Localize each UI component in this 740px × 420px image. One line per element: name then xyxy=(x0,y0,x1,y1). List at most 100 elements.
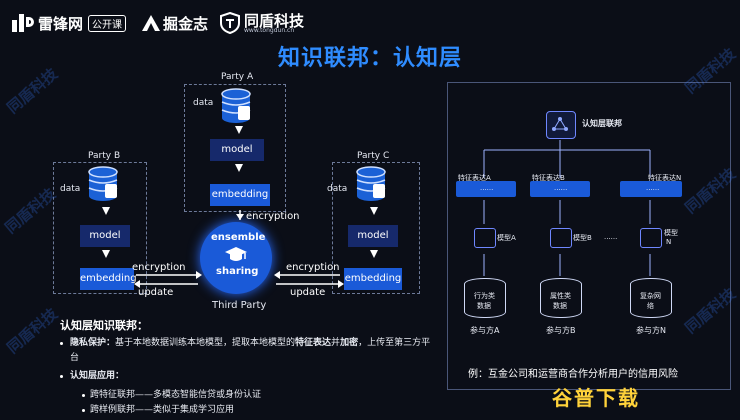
db-n-label-1: 复杂网 xyxy=(640,292,661,300)
item1-text-c: ，上传至第三方平 xyxy=(358,338,431,348)
model-a-label: 模型A xyxy=(497,234,516,242)
party-a-model-box: model xyxy=(210,139,264,161)
arrow-down-icon xyxy=(235,164,243,172)
center-line2: sharing xyxy=(216,266,259,277)
update-b-label: update xyxy=(138,287,174,298)
party-b-embedding-box: embedding xyxy=(80,268,137,290)
graduation-cap-icon xyxy=(225,247,247,261)
sub2-text: 跨样例联邦——类似于集成学习应用 xyxy=(90,405,235,415)
model-n-icon xyxy=(640,228,662,248)
db-a-label-2: 数据 xyxy=(477,302,491,310)
party-b-model-box: model xyxy=(80,225,130,247)
arrow-down-icon xyxy=(370,207,378,215)
footer-banner: 谷普下载 xyxy=(552,386,640,410)
model-dots: ...... xyxy=(604,233,618,241)
item2-bold: 认知层应用： xyxy=(70,371,125,381)
item1-text-d: 台 xyxy=(70,353,80,363)
party-c-embedding-box: embedding xyxy=(344,268,402,290)
page-title: 知识联邦：认知层 xyxy=(277,46,462,71)
db-b-label-2: 数据 xyxy=(553,302,567,310)
bullet-dot-icon xyxy=(60,375,63,378)
item1-bold2: 特征表达 xyxy=(295,338,332,348)
item1-bold: 隐私保护： xyxy=(70,338,116,348)
feature-b-dots: ...... xyxy=(554,184,568,192)
tongdun-shield-icon xyxy=(220,12,240,34)
feature-a-dots: ...... xyxy=(480,184,494,192)
bullet-dot-icon xyxy=(82,409,85,412)
arrow-down-icon xyxy=(102,250,110,258)
top-node-label: 认知层联邦 xyxy=(582,119,622,128)
feature-a-bar xyxy=(456,181,516,197)
logo3-text: 同盾科技 xyxy=(244,12,305,30)
party-c-database-icon xyxy=(355,166,387,202)
feature-b-bar xyxy=(530,181,590,197)
encryption-a-label: encryption xyxy=(246,211,300,222)
cognitive-federation-node xyxy=(546,111,576,139)
bullet-dot-icon xyxy=(82,394,85,397)
party-c-data-label: data xyxy=(327,184,348,194)
example-panel xyxy=(447,82,731,390)
item1-text-a: 基于本地数据训练本地模型，提取本地模型的 xyxy=(115,338,296,348)
party-a-label: Party A xyxy=(221,72,254,82)
party-b-cn-label: 参与方B xyxy=(546,326,576,335)
encryption-b-label: encryption xyxy=(132,262,186,273)
model-n-label-2: N xyxy=(666,238,672,246)
logo1-text: 雷锋网 xyxy=(38,15,84,33)
sub-item-1: 跨特征联邦——多模态智能信贷或身份认证 xyxy=(60,388,440,403)
bullet-item-1: 隐私保护：基于本地数据训练本地模型，提取本地模型的特征表达并加密，上传至第三方平… xyxy=(60,336,440,366)
db-b-cylinder xyxy=(540,278,582,318)
feature-a-label: 特征表达A xyxy=(458,174,491,182)
sub-item-2: 跨样例联邦——类似于集成学习应用 xyxy=(60,403,440,418)
party-c-box xyxy=(332,162,420,294)
example-caption: 例：互金公司和运营商合作分析用户的信用风险 xyxy=(468,369,678,380)
logo2-text: 掘金志 xyxy=(163,15,209,33)
arrow-down-icon xyxy=(102,207,110,215)
party-a-cn-label: 参与方A xyxy=(470,326,500,335)
party-a-data-label: data xyxy=(193,98,214,108)
feature-n-bar xyxy=(620,181,682,197)
party-a-database-icon xyxy=(220,88,252,124)
juejinzhi-logo-icon xyxy=(142,15,160,31)
bullet-section: 认知层知识联邦： 隐私保护：基于本地数据训练本地模型，提取本地模型的特征表达并加… xyxy=(60,318,440,418)
db-b-label-1: 属性类 xyxy=(550,292,571,300)
logo3-sub: www.tongdun.cn xyxy=(244,27,295,34)
party-b-box xyxy=(53,162,147,294)
party-a-box xyxy=(184,84,286,212)
center-line1: ensemble xyxy=(211,232,266,243)
db-n-label-2: 络 xyxy=(647,302,654,310)
party-c-label: Party C xyxy=(357,151,390,161)
third-party-label: Third Party xyxy=(212,300,267,311)
model-b-label: 模型B xyxy=(573,234,592,242)
party-b-label: Party B xyxy=(88,151,121,161)
bullet-dot-icon xyxy=(60,342,63,345)
feature-n-dots: ...... xyxy=(646,184,660,192)
party-b-data-label: data xyxy=(60,184,81,194)
party-b-database-icon xyxy=(87,166,119,202)
item1-text-b: 并 xyxy=(331,338,341,348)
party-c-model-box: model xyxy=(348,225,398,247)
feature-n-label: 特征表达N xyxy=(648,174,682,182)
arrow-down-icon xyxy=(235,126,243,134)
model-n-label-1: 模型 xyxy=(664,229,678,237)
leiphone-logo-icon xyxy=(12,14,34,32)
logo-leiphone: 雷锋网 公开课 xyxy=(12,12,132,34)
party-a-embedding-box: embedding xyxy=(210,184,270,206)
update-c-label: update xyxy=(290,287,326,298)
arrow-down-icon xyxy=(370,250,378,258)
bullet-heading: 认知层知识联邦： xyxy=(60,319,148,332)
model-b-icon xyxy=(550,228,572,248)
bullet-item-2: 认知层应用： xyxy=(60,369,440,384)
network-icon xyxy=(552,117,568,131)
db-n-cylinder xyxy=(630,278,672,318)
db-a-cylinder xyxy=(464,278,506,318)
model-a-icon xyxy=(474,228,496,248)
logo1-badge: 公开课 xyxy=(88,15,126,32)
feature-b-label: 特征表达B xyxy=(532,174,565,182)
item1-bold3: 加密 xyxy=(340,338,359,348)
encryption-c-label: encryption xyxy=(286,262,340,273)
db-a-label-1: 行为类 xyxy=(474,292,495,300)
sub1-text: 跨特征联邦——多模态智能信贷或身份认证 xyxy=(90,390,262,400)
party-n-cn-label: 参与方N xyxy=(636,326,666,335)
